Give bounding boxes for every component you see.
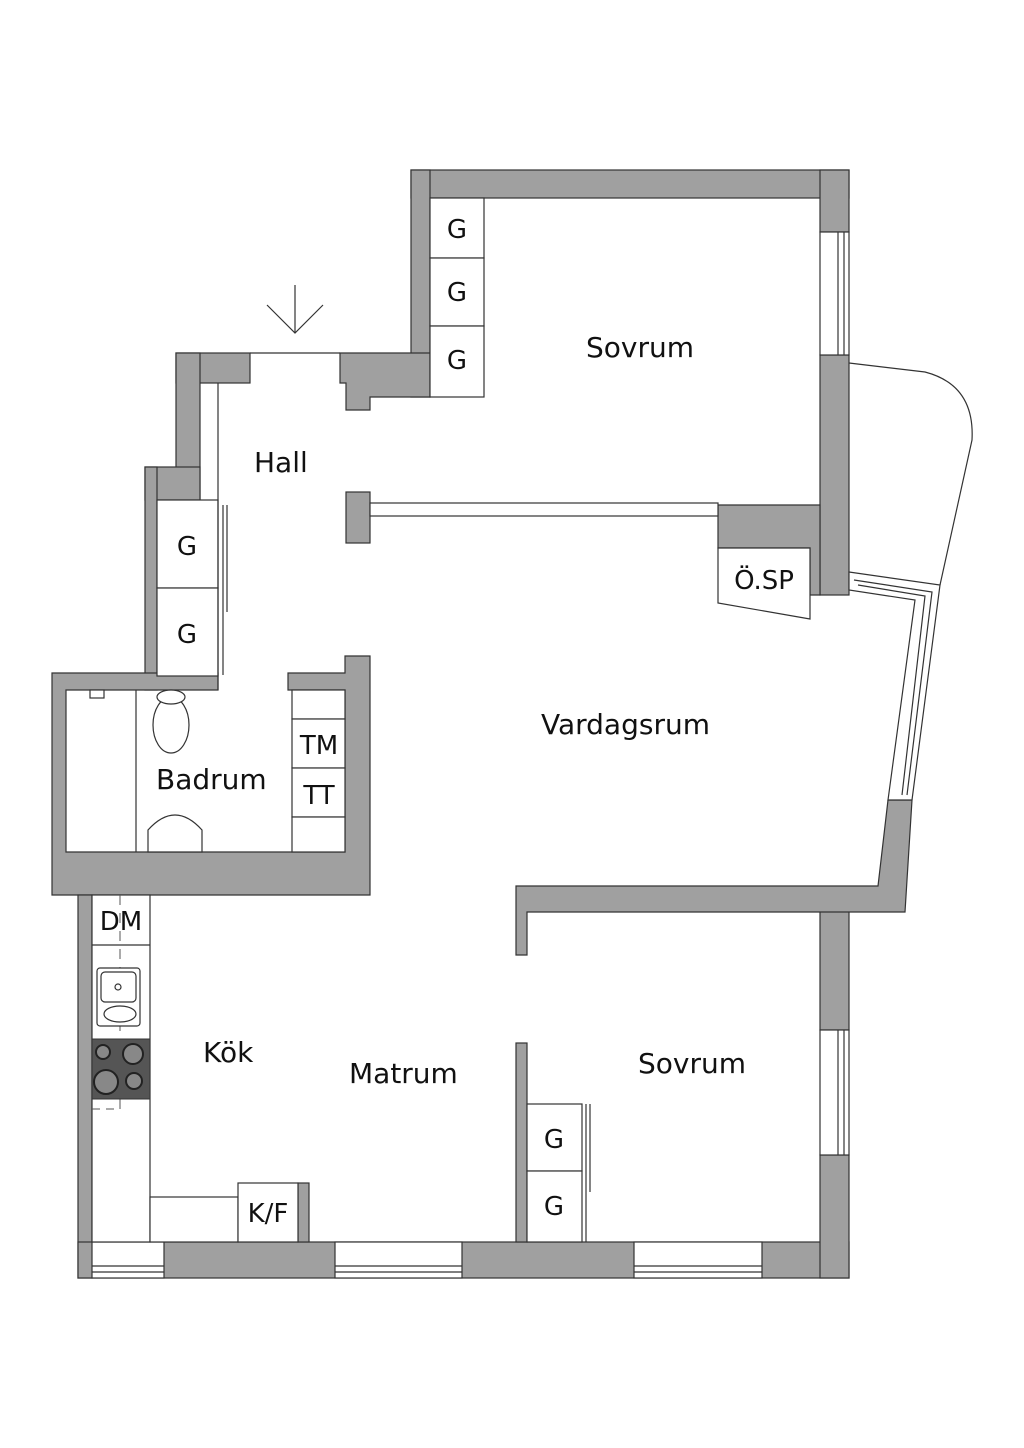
wardrobes-bottom: G G	[526, 1103, 591, 1243]
room-label-sovrum-bottom: Sovrum	[638, 1047, 746, 1080]
bathroom-fixtures: TM TT	[89, 689, 346, 853]
sink-icon	[147, 814, 203, 853]
balcony-outline	[848, 362, 973, 586]
tt-label: TT	[302, 781, 334, 811]
wardrobe-label: G	[447, 346, 467, 376]
windows	[91, 231, 941, 1279]
wardrobe-label: G	[177, 532, 197, 562]
dm-label: DM	[100, 907, 142, 937]
osp-box	[717, 547, 811, 620]
wardrobes-top: G G G	[429, 197, 485, 398]
room-label-badrum: Badrum	[156, 763, 267, 796]
entrance-arrow-icon	[250, 285, 340, 354]
kitchen-fixtures: DM K/F	[91, 894, 299, 1243]
wardrobe-label: G	[544, 1192, 564, 1222]
wardrobe-label: G	[447, 278, 467, 308]
shower-icon	[89, 689, 105, 699]
kf-label: K/F	[248, 1199, 289, 1229]
room-label-matrum: Matrum	[349, 1057, 458, 1090]
room-label-hall: Hall	[254, 446, 308, 479]
room-label-sovrum-top: Sovrum	[586, 331, 694, 364]
stove-icon	[91, 1038, 151, 1100]
room-label-vardagsrum: Vardagsrum	[541, 708, 710, 741]
osp-label: Ö.SP	[734, 564, 794, 596]
wardrobe-label: G	[447, 215, 467, 245]
wardrobe-label: G	[177, 620, 197, 650]
wardrobes-hall: G G	[156, 383, 228, 690]
tm-label: TM	[299, 731, 338, 761]
room-label-kok: Kök	[203, 1036, 254, 1069]
wardrobe-label: G	[544, 1125, 564, 1155]
toilet-icon	[152, 696, 190, 754]
walls	[51, 169, 913, 1279]
